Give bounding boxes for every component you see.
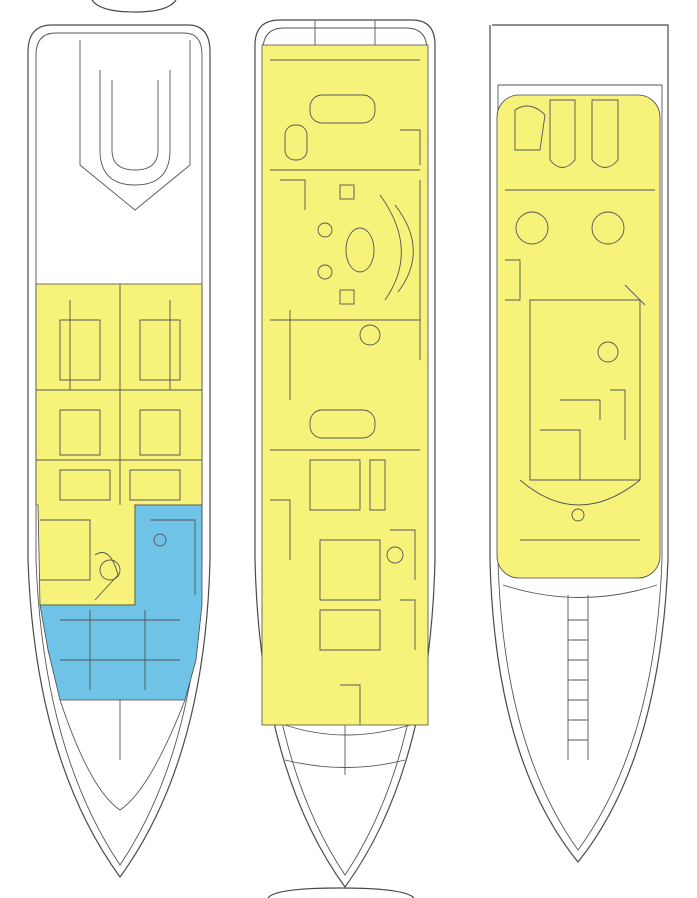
upper-deck-hull-inner <box>497 84 663 851</box>
upper-deck-furniture <box>505 99 655 541</box>
upper-deck-hull <box>489 24 669 863</box>
upper-deck-accommodation-zone <box>496 94 661 579</box>
main-deck-bow-stern-lines <box>284 20 411 775</box>
main-deck-furniture <box>270 59 421 725</box>
lower-deck-tender-cradle <box>79 40 191 211</box>
main-deck-plan <box>254 19 436 889</box>
lower-deck-hull <box>27 24 211 879</box>
main-deck-hull <box>254 19 436 889</box>
lower-deck-plan <box>27 24 211 879</box>
partial-hull-bottom <box>267 887 415 898</box>
lower-deck-crew-zone <box>39 504 203 701</box>
lower-deck-cabin-walls <box>36 284 202 690</box>
partial-hull-top <box>91 0 177 13</box>
upper-deck-plan <box>489 24 669 863</box>
lower-deck-bow-lines <box>59 699 186 811</box>
upper-deck-stern-lines <box>502 584 658 760</box>
main-deck-accommodation-zone <box>261 44 429 726</box>
